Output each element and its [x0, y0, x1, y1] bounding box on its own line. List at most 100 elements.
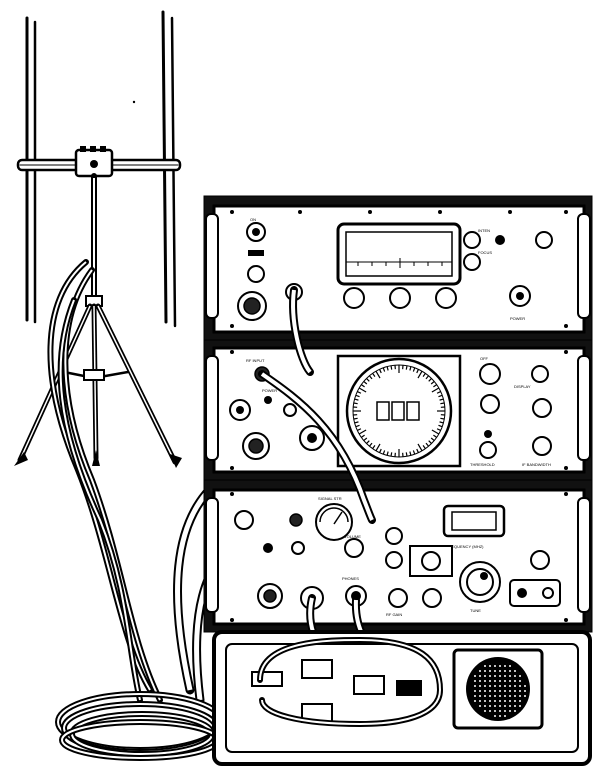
- grille-hole: [484, 710, 486, 712]
- dial-tick: [440, 418, 444, 419]
- grille-hole: [509, 685, 511, 687]
- grille-hole: [484, 695, 486, 697]
- grille-hole: [489, 700, 491, 702]
- grille-hole: [504, 710, 506, 712]
- dial-tick: [354, 418, 358, 419]
- grille-hole: [484, 700, 486, 702]
- grille-hole: [499, 670, 501, 672]
- grille-hole: [499, 685, 501, 687]
- grille-hole: [509, 675, 511, 677]
- grille-hole: [479, 690, 481, 692]
- grille-hole: [499, 700, 501, 702]
- grille-hole: [514, 710, 516, 712]
- display-unit: ON INTEN FOCUS POWER: [204, 196, 592, 340]
- grille-hole: [489, 695, 491, 697]
- grille-hole: [499, 705, 501, 707]
- grille-hole: [474, 685, 476, 687]
- label-power-mid: POWER: [262, 388, 277, 393]
- label-off: OFF: [480, 356, 489, 361]
- grille-hole: [524, 695, 526, 697]
- grille-hole: [519, 685, 521, 687]
- grille-hole: [494, 665, 496, 667]
- grille-hole: [509, 700, 511, 702]
- grille-hole: [494, 695, 496, 697]
- grille-hole: [494, 670, 496, 672]
- grille-hole: [484, 690, 486, 692]
- dipole-antenna: [18, 12, 180, 326]
- grille-hole: [494, 710, 496, 712]
- grille-hole: [519, 690, 521, 692]
- dial-tick: [391, 452, 392, 456]
- grille-hole: [484, 675, 486, 677]
- grille-hole: [519, 695, 521, 697]
- grille-hole: [504, 690, 506, 692]
- grille-hole: [494, 675, 496, 677]
- grille-hole: [484, 705, 486, 707]
- grille-hole: [479, 670, 481, 672]
- label-inten: INTEN: [478, 228, 490, 233]
- grille-hole: [489, 705, 491, 707]
- label-focus: FOCUS: [478, 250, 492, 255]
- label-signal-str: SIGNAL STR: [318, 496, 342, 501]
- label-threshold: THRESHOLD: [470, 462, 495, 467]
- grille-hole: [489, 710, 491, 712]
- grille-hole: [499, 710, 501, 712]
- grille-hole: [484, 670, 486, 672]
- grille-hole: [519, 705, 521, 707]
- grille-hole: [499, 695, 501, 697]
- grille-hole: [514, 680, 516, 682]
- grille-hole: [489, 675, 491, 677]
- grille-hole: [509, 705, 511, 707]
- grille-hole: [514, 690, 516, 692]
- grille-hole: [509, 710, 511, 712]
- grille-hole: [514, 695, 516, 697]
- grille-hole: [514, 705, 516, 707]
- dial-tick: [354, 403, 358, 404]
- grille-hole: [484, 665, 486, 667]
- grille-hole: [474, 680, 476, 682]
- grille-hole: [494, 705, 496, 707]
- grille-hole: [494, 700, 496, 702]
- label-if-bandwidth: IF BANDWIDTH: [522, 462, 551, 467]
- dial-tick: [406, 366, 407, 370]
- grille-hole: [504, 715, 506, 717]
- grille-hole: [499, 665, 501, 667]
- grille-hole: [509, 695, 511, 697]
- grille-hole: [509, 670, 511, 672]
- label-volume: VOLUME: [344, 534, 361, 539]
- label-rf-gain: RF GAIN: [386, 612, 402, 617]
- label-rf-input: RF INPUT: [246, 358, 265, 363]
- grille-hole: [489, 670, 491, 672]
- grille-hole: [514, 685, 516, 687]
- grille-hole: [489, 685, 491, 687]
- dial-tick: [440, 403, 444, 404]
- grille-hole: [509, 665, 511, 667]
- receiver-unit: SIGNAL STR FREQUENCY (MHZ) VOLUME TUNE P…: [204, 480, 592, 632]
- grille-hole: [504, 705, 506, 707]
- grille-hole: [504, 695, 506, 697]
- grille-hole: [504, 665, 506, 667]
- label-phones: PHONES: [342, 576, 359, 581]
- grille-hole: [519, 675, 521, 677]
- grille-hole: [509, 680, 511, 682]
- grille-hole: [489, 680, 491, 682]
- grille-hole: [479, 705, 481, 707]
- grille-hole: [479, 685, 481, 687]
- grille-hole: [489, 665, 491, 667]
- grille-hole: [499, 675, 501, 677]
- dial-tick: [406, 452, 407, 456]
- grille-hole: [504, 685, 506, 687]
- grille-hole: [509, 690, 511, 692]
- grille-hole: [524, 685, 526, 687]
- direction-finder-unit: RF INPUT POWER OFF DISPLAY THRESHOLD IF …: [204, 340, 592, 480]
- grille-hole: [519, 680, 521, 682]
- label-display: DISPLAY: [514, 384, 531, 389]
- grille-hole: [514, 700, 516, 702]
- grille-hole: [519, 700, 521, 702]
- grille-hole: [504, 675, 506, 677]
- grille-hole: [514, 670, 516, 672]
- grille-hole: [484, 685, 486, 687]
- grille-hole: [479, 700, 481, 702]
